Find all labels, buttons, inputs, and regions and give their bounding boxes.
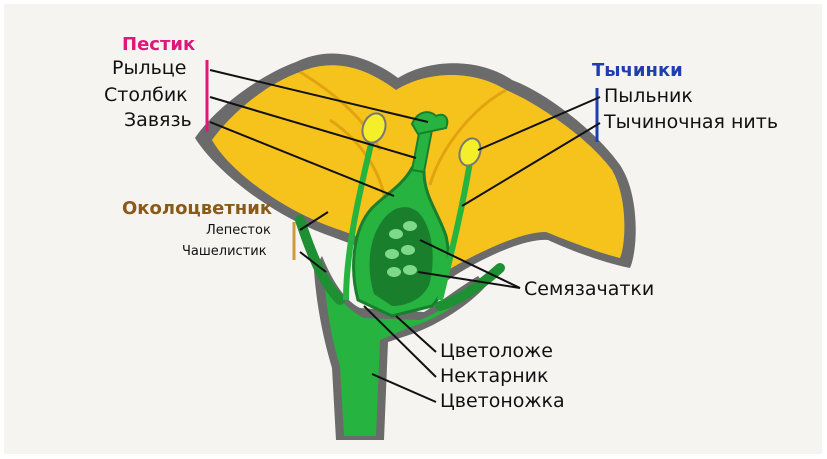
nectary-label: Нектарник — [440, 367, 548, 386]
ovule — [403, 265, 417, 275]
receptacle-label: Цветоложе — [440, 342, 553, 361]
ovules-label: Семязачатки — [524, 280, 654, 299]
ovary-label: Завязь — [124, 111, 192, 130]
filament-label: Тычиночная нить — [604, 113, 778, 132]
perianth-title: Околоцветник — [122, 200, 272, 218]
ovule — [387, 267, 401, 277]
petal-label: Лепесток — [206, 224, 271, 237]
ovule — [389, 229, 403, 239]
ovule — [385, 249, 399, 259]
ovule — [403, 221, 417, 231]
stamens-title: Тычинки — [592, 62, 683, 80]
peduncle-label: Цветоножка — [440, 392, 565, 411]
anther-label: Пыльник — [604, 87, 693, 106]
ovule — [401, 245, 415, 255]
stigma-label: Рыльце — [112, 59, 186, 78]
pistil-title: Пестик — [122, 36, 195, 54]
style-label: Столбик — [104, 86, 188, 105]
sepal-label: Чашелистик — [182, 245, 267, 258]
